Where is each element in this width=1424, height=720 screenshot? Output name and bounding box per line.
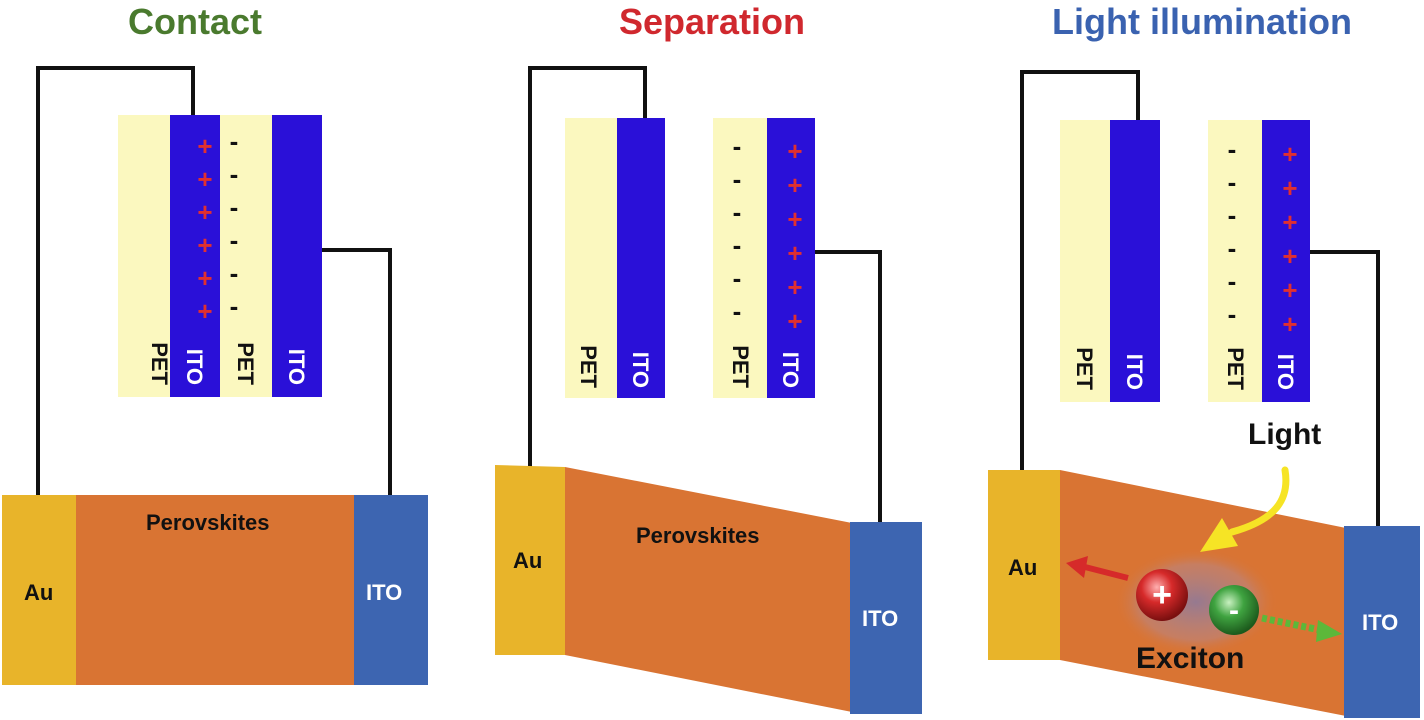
ito-electrode-label: ITO	[862, 606, 898, 631]
green-arrow-right-icon	[1261, 614, 1342, 642]
ito-electrode	[1344, 526, 1420, 718]
wire-au-to-top-ito	[1020, 70, 1140, 470]
plus-charge: +	[197, 131, 212, 161]
hole-symbol: +	[1152, 576, 1172, 614]
ito-label: ITO	[1122, 354, 1147, 390]
panel-separation: Separation - - - - - - + + + + + + PET I…	[495, 1, 922, 714]
minus-charge: -	[230, 159, 239, 189]
plus-charge: +	[787, 170, 802, 200]
au-label: Au	[1008, 555, 1037, 580]
plus-charge: +	[1282, 139, 1297, 169]
ito-layer-1	[1110, 120, 1160, 402]
au-label: Au	[513, 548, 542, 573]
ito-layer-2	[272, 115, 322, 397]
minus-charge: -	[733, 230, 742, 260]
ito-layer-1	[170, 115, 220, 397]
pet-label: PET	[576, 345, 601, 388]
plus-charge: +	[787, 204, 802, 234]
perovskite-layer	[565, 467, 852, 712]
plus-charge: +	[197, 263, 212, 293]
au-electrode	[988, 470, 1060, 660]
minus-charge: -	[733, 131, 742, 161]
wire-au-to-top-ito	[36, 66, 195, 498]
pet-layer-1	[565, 118, 617, 398]
ito-label: ITO	[284, 349, 309, 385]
minus-charge: -	[230, 192, 239, 222]
au-label: Au	[24, 580, 53, 605]
ito-label: ITO	[1273, 354, 1298, 390]
exciton-label: Exciton	[1136, 642, 1244, 675]
minus-charge: -	[1228, 299, 1237, 329]
ito-layer-2	[1262, 120, 1310, 402]
ito-electrode-label: ITO	[366, 580, 402, 605]
minus-charge: -	[1228, 134, 1237, 164]
pet-label: PET	[1072, 347, 1097, 390]
plus-charge: +	[1282, 207, 1297, 237]
au-electrode	[2, 495, 76, 685]
plus-charge: +	[787, 238, 802, 268]
pet-layer-1	[118, 115, 170, 397]
minus-charge: -	[733, 164, 742, 194]
wire-au-to-top-ito	[528, 66, 647, 468]
ito-electrode	[850, 522, 922, 714]
panel-title-separation: Separation	[619, 1, 805, 42]
plus-charge: +	[197, 197, 212, 227]
minus-charge: -	[1228, 233, 1237, 263]
light-label: Light	[1248, 418, 1321, 451]
plus-charge: +	[787, 306, 802, 336]
minus-charge: -	[230, 291, 239, 321]
pet-layer-2	[220, 115, 272, 397]
wire-bottom-ito-to-electrode	[1308, 250, 1380, 526]
au-electrode	[495, 465, 565, 655]
ito-label: ITO	[182, 349, 207, 385]
plus-charge: +	[197, 164, 212, 194]
pet-label: PET	[233, 342, 258, 385]
minus-charge: -	[230, 126, 239, 156]
plus-charge: +	[197, 230, 212, 260]
pet-layer-1	[1060, 120, 1110, 402]
pet-layer-2	[1208, 120, 1262, 402]
plus-charge: +	[197, 296, 212, 326]
perovskite-layer	[76, 495, 356, 685]
plus-charge: +	[787, 272, 802, 302]
hole-particle-icon	[1136, 569, 1188, 621]
ito-label: ITO	[628, 352, 653, 388]
ito-layer-2	[767, 118, 815, 398]
ito-layer-1	[617, 118, 665, 398]
panel-light-illumination: Light illumination - - - - - - + + + + +…	[988, 1, 1420, 718]
minus-charge: -	[1228, 167, 1237, 197]
ito-electrode	[354, 495, 428, 685]
perovskites-label: Perovskites	[146, 510, 270, 535]
ito-electrode-label: ITO	[1362, 610, 1398, 635]
ito-label: ITO	[778, 352, 803, 388]
plus-charge: +	[1282, 173, 1297, 203]
minus-charge: -	[1228, 266, 1237, 296]
minus-charge: -	[1228, 200, 1237, 230]
plus-charge: +	[787, 136, 802, 166]
plus-charge: +	[1282, 275, 1297, 305]
curved-arrow-icon	[1200, 466, 1290, 552]
pet-layer-2	[713, 118, 767, 398]
perovskites-label: Perovskites	[636, 523, 760, 548]
panel-title-contact: Contact	[128, 1, 262, 42]
pet-label: PET	[1223, 347, 1248, 390]
red-arrow-left-icon	[1066, 556, 1129, 581]
electron-symbol: -	[1229, 594, 1239, 627]
panel-contact: Contact + + + + + + - - - - - - PET ITO …	[2, 1, 428, 685]
electron-particle-icon	[1209, 585, 1259, 635]
pet-label: PET	[728, 345, 753, 388]
panel-title-light-illumination: Light illumination	[1052, 1, 1352, 42]
pet-label: PET	[147, 342, 172, 385]
plus-charge: +	[1282, 309, 1297, 339]
minus-charge: -	[733, 197, 742, 227]
wire-bottom-ito-to-electrode	[320, 248, 392, 498]
plus-charge: +	[1282, 241, 1297, 271]
minus-charge: -	[230, 225, 239, 255]
minus-charge: -	[230, 258, 239, 288]
wire-bottom-ito-to-electrode	[812, 250, 882, 524]
minus-charge: -	[733, 263, 742, 293]
minus-charge: -	[733, 296, 742, 326]
